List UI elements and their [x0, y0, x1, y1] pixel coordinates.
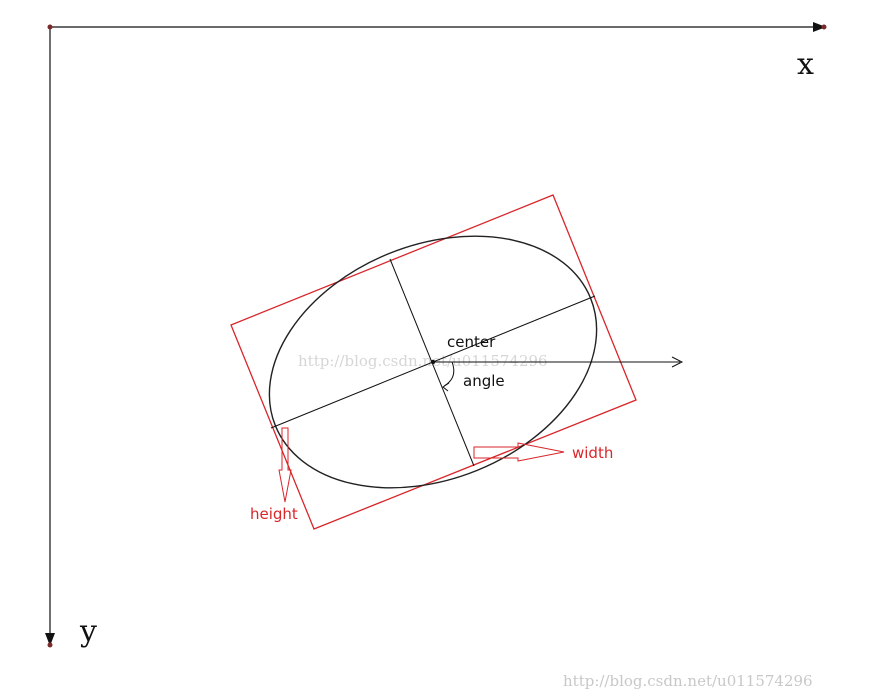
angle-label: angle — [463, 372, 505, 390]
x-axis-end-dot — [821, 24, 827, 30]
center-point — [430, 359, 436, 365]
horizontal-reference-arrowhead — [671, 356, 684, 368]
y-axis-label: y — [79, 614, 97, 649]
height-pointer — [278, 427, 292, 503]
watermark-corner: http://blog.csdn.net/u011574296 — [563, 672, 813, 690]
axes: x y — [45, 22, 827, 649]
center-label: center — [447, 333, 496, 351]
origin-dot — [47, 24, 53, 30]
y-axis-end-dot — [47, 642, 53, 648]
height-label: height — [250, 505, 298, 523]
x-axis-arrowhead — [813, 22, 826, 32]
y-axis-arrowhead — [45, 633, 55, 646]
width-label: width — [572, 444, 613, 462]
watermark-center: http://blog.csdn.net/u011574296 — [298, 352, 548, 370]
x-axis-label: x — [797, 47, 814, 82]
angle-arc-arrowhead — [442, 382, 450, 392]
width-pointer — [473, 442, 565, 462]
